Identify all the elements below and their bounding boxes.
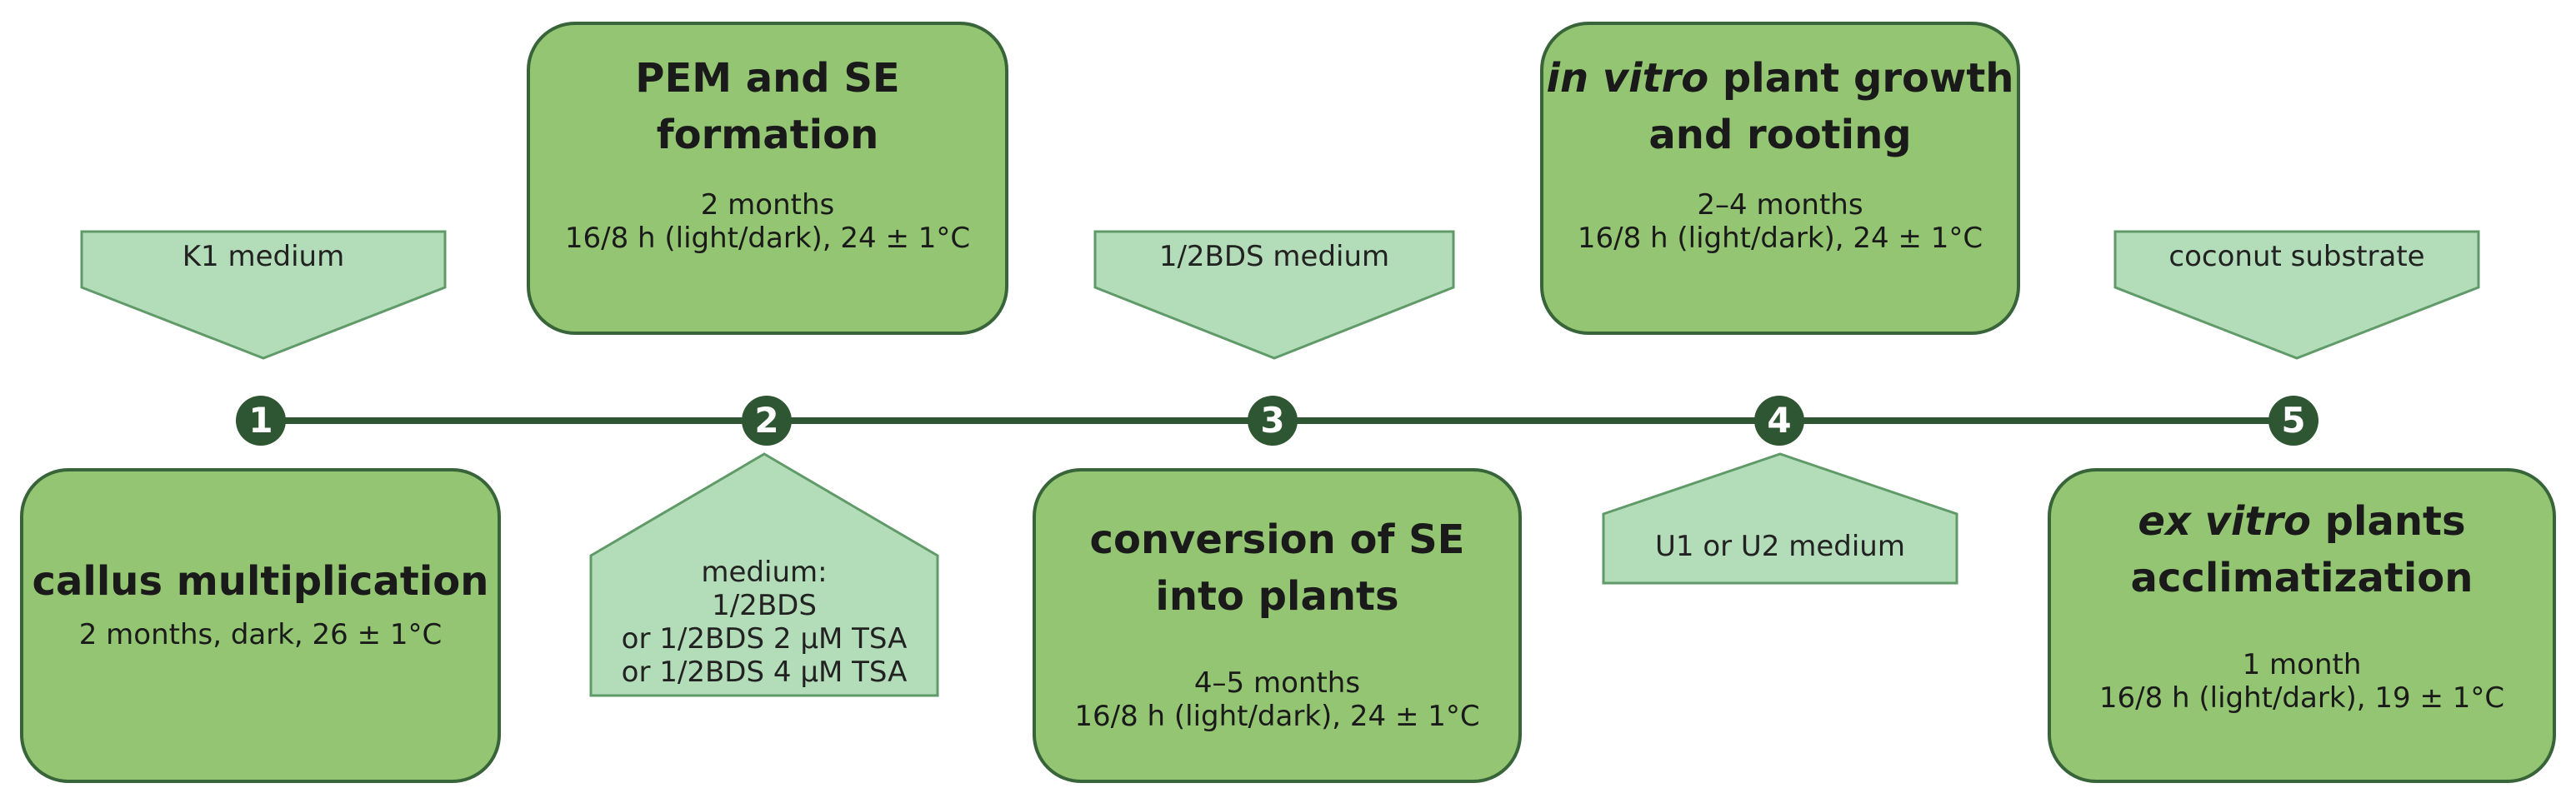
stage-title-line-1: in vitro plant growth <box>1543 50 2017 107</box>
medium-label-5: coconut substrate <box>2115 240 2478 273</box>
medium-arrow-3 <box>1093 230 1455 360</box>
medium-line: 1/2BDS medium <box>1158 240 1390 273</box>
step-circle-2 <box>742 396 792 446</box>
medium-line: K1 medium <box>182 240 345 273</box>
medium-label-3: 1/2BDS medium <box>1095 240 1453 273</box>
step-circle-3 <box>1248 396 1298 446</box>
step-circle-4 <box>1754 396 1804 446</box>
stage-detail: 4–5 months <box>1193 666 1361 700</box>
medium-label-1: K1 medium <box>82 240 445 273</box>
stage-detail: 16/8 h (light/dark), 24 ± 1°C <box>1577 222 1983 255</box>
stage-box-4: in vitro plant growth and rooting 2–4 mo… <box>1540 22 2020 335</box>
medium-arrow-4 <box>1602 452 1958 585</box>
medium-line: or 1/2BDS 4 μM TSA <box>621 656 908 689</box>
medium-line: or 1/2BDS 2 μM TSA <box>621 622 908 656</box>
stage-title-rest: plants <box>2310 498 2466 545</box>
stage-box-3: conversion of SE into plants 4–5 months … <box>1033 468 1522 783</box>
medium-label-4: U1 or U2 medium <box>1603 530 1957 563</box>
medium-line: U1 or U2 medium <box>1655 530 1905 563</box>
stage-detail: 2 months, dark, 26 ± 1°C <box>78 618 443 651</box>
stage-title-line-1: PEM and SE <box>635 55 900 102</box>
stage-box-1: callus multiplication 2 months, dark, 26… <box>20 468 501 783</box>
medium-arrow-2 <box>589 452 939 697</box>
medium-arrow-5 <box>2113 230 2480 360</box>
medium-arrow-1 <box>80 230 447 360</box>
stage-title-line-2: acclimatization <box>2130 555 2473 601</box>
stage-detail: 16/8 h (light/dark), 24 ± 1°C <box>564 222 971 255</box>
stage-title-italic: ex vitro <box>2138 498 2311 545</box>
step-number-1: 1 <box>248 400 273 441</box>
step-number-3: 3 <box>1260 400 1285 441</box>
step-number-5: 5 <box>2281 400 2306 441</box>
step-number-2: 2 <box>754 400 779 441</box>
stage-title: callus multiplication <box>32 558 489 605</box>
stage-detail: 2–4 months <box>1697 188 1863 222</box>
step-number-4: 4 <box>1767 400 1792 441</box>
stage-title-line-2: into plants <box>1155 573 1399 620</box>
stage-title-line-2: and rooting <box>1648 112 1912 158</box>
medium-line: medium: <box>701 556 828 589</box>
stage-detail: 16/8 h (light/dark), 19 ± 1°C <box>2098 681 2505 715</box>
stage-title-line-1: ex vitro plants <box>2051 493 2553 550</box>
stage-box-2: PEM and SE formation 2 months 16/8 h (li… <box>527 22 1008 335</box>
medium-label-2: medium: 1/2BDS or 1/2BDS 2 μM TSA or 1/2… <box>591 556 938 689</box>
stage-detail: 2 months <box>700 188 835 222</box>
stage-title-line-1: conversion of SE <box>1089 516 1465 563</box>
stage-title-italic: in vitro <box>1546 55 1709 102</box>
stage-detail: 1 month <box>2242 648 2362 681</box>
stage-box-5: ex vitro plants acclimatization 1 month … <box>2048 468 2556 783</box>
stage-title-rest: plant growth <box>1708 55 2014 102</box>
medium-line: coconut substrate <box>2168 240 2425 273</box>
stage-detail: 16/8 h (light/dark), 24 ± 1°C <box>1074 700 1480 733</box>
step-circle-5 <box>2268 396 2318 446</box>
medium-line: 1/2BDS <box>712 589 817 622</box>
step-circle-1 <box>236 396 286 446</box>
stage-title-line-2: formation <box>656 112 879 158</box>
